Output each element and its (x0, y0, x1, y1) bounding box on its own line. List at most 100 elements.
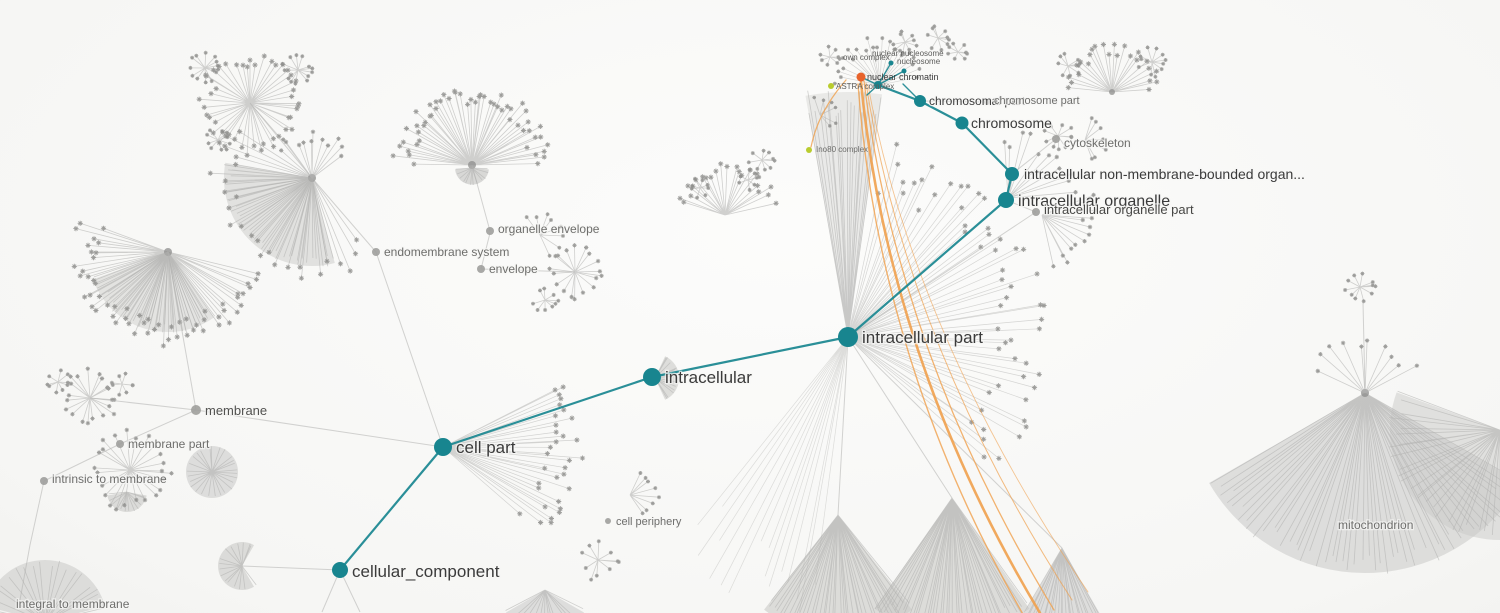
node-label-cell_part[interactable]: cell part (455, 437, 517, 459)
term-node-gray[interactable] (191, 405, 201, 415)
orange-relation-edge (867, 84, 1089, 593)
teal-path-edge (650, 335, 850, 379)
cluster-node-marks (390, 88, 551, 167)
term-label-small[interactable]: nucleosome (897, 57, 941, 66)
term-label-small[interactable]: own complex (843, 53, 890, 62)
term-label[interactable]: intracellular organelle part (1043, 201, 1195, 219)
node-label-cellular_component[interactable]: cellular_component (351, 561, 501, 583)
cluster-node-marks (737, 167, 762, 192)
cluster-node-marks (1089, 116, 1108, 161)
layer-nodes (40, 60, 1060, 578)
cluster-node-marks (638, 471, 661, 516)
astra-complex-node[interactable] (828, 83, 834, 89)
cluster-spokes (697, 336, 849, 612)
node-label-chromosomal_part[interactable]: chromosomal part (928, 93, 1027, 110)
cluster-node-marks (524, 212, 565, 258)
term-label[interactable]: mitochondrion (1337, 517, 1415, 534)
term-label[interactable]: membrane part (127, 436, 212, 453)
cluster-node-marks (818, 44, 842, 67)
cluster-node-marks (63, 366, 117, 426)
cluster-node-marks (517, 384, 586, 526)
cluster-node-marks (1343, 271, 1378, 304)
term-label[interactable]: integral to membrane (15, 596, 131, 613)
node-intracellular[interactable] (643, 368, 661, 386)
cluster-spokes (1084, 117, 1106, 159)
node-label-intracellular_organelle[interactable]: intracellular organelle (1017, 192, 1172, 212)
cluster-node-marks (531, 286, 561, 312)
layer-tips (45, 24, 1420, 582)
cluster-node-marks (925, 24, 951, 52)
ino80-complex-node[interactable] (806, 147, 812, 153)
cluster-disc (455, 168, 489, 185)
cluster-spokes (739, 169, 760, 190)
nuclear-chromatin-node[interactable] (856, 72, 866, 82)
top-minor-node-1[interactable] (888, 60, 894, 66)
term-label-small[interactable]: Ino80 complex (816, 145, 868, 154)
gray-edges (19, 100, 1366, 613)
term-node-gray[interactable] (372, 248, 380, 256)
cluster-spokes (199, 55, 299, 156)
term-label-small[interactable]: nuclear nucleosome (872, 49, 944, 58)
term-node-gray[interactable] (40, 477, 48, 485)
term-label[interactable]: intrinsic to membrane (51, 471, 169, 488)
cluster-spokes (893, 31, 917, 54)
cluster-disc (218, 542, 254, 590)
cluster-node-marks (677, 161, 779, 206)
term-label-small[interactable]: nuclear chromatin (867, 72, 939, 82)
term-label[interactable]: cell periphery (615, 515, 683, 530)
term-label-small[interactable]: ASTRA complex (836, 82, 894, 91)
node-cellular_component[interactable] (332, 562, 348, 578)
node-label-intracellular_part[interactable]: intracellular part (861, 327, 985, 349)
orange-relation-edge (865, 82, 1073, 601)
term-label[interactable]: envelope (488, 261, 540, 278)
cluster-spokes (927, 26, 950, 51)
cluster-spokes (206, 130, 230, 150)
term-node-gray[interactable] (116, 440, 124, 448)
cluster-node-marks (45, 368, 70, 395)
node-label-intracellular[interactable]: intracellular (664, 367, 754, 389)
node-chromosome[interactable] (955, 116, 969, 130)
node-non_membrane_organelle[interactable] (1005, 167, 1019, 181)
term-node-gray[interactable] (1032, 208, 1040, 216)
cluster-node-marks (746, 148, 777, 172)
layer-grayEdges (19, 100, 1366, 613)
teal-path-edge (441, 375, 654, 449)
cluster-node-marks (689, 176, 711, 200)
term-label[interactable]: cytoskeleton (1063, 135, 1132, 152)
node-chromosomal_part[interactable] (914, 95, 926, 107)
term-label[interactable]: endomembrane system (383, 244, 511, 261)
term-node-gray[interactable] (486, 227, 494, 235)
teal-path-edge (960, 121, 1014, 176)
term-node-gray[interactable] (1052, 135, 1060, 143)
node-cell_part[interactable] (434, 438, 452, 456)
teal-path-edge (877, 70, 905, 86)
cluster-spokes (1389, 390, 1500, 536)
teal-path-edge (846, 198, 1008, 339)
term-label[interactable]: organelle envelope (497, 221, 601, 238)
term-label[interactable]: membrane (204, 402, 269, 420)
cluster-spokes (948, 43, 968, 59)
cluster-node-marks (109, 371, 135, 397)
term-label[interactable]: chromosome part (993, 94, 1081, 109)
cluster-spokes (874, 497, 1028, 613)
top-minor-node-2[interactable] (901, 68, 907, 74)
cluster-spokes (47, 370, 69, 393)
cluster-spokes (282, 55, 313, 84)
node-top_hub[interactable] (874, 81, 882, 89)
orange-relation-edge (863, 80, 1055, 611)
node-intracellular_part[interactable] (838, 327, 858, 347)
node-label-chromosome[interactable]: chromosome (970, 114, 1054, 133)
term-node-gray[interactable] (984, 99, 990, 105)
node-label-non_membrane_organelle[interactable]: intracellular non-membrane-bounded organ… (1023, 165, 1306, 184)
cluster-node-marks (946, 41, 970, 61)
teal-path-edge (876, 83, 922, 103)
node-intracellular_organelle[interactable] (998, 192, 1014, 208)
cluster-node-marks (279, 129, 345, 159)
term-node-gray[interactable] (477, 265, 485, 273)
cluster-disc (764, 515, 912, 613)
cluster-spokes (807, 90, 882, 338)
term-node-gray[interactable] (605, 518, 611, 524)
cluster-spokes (280, 131, 343, 179)
